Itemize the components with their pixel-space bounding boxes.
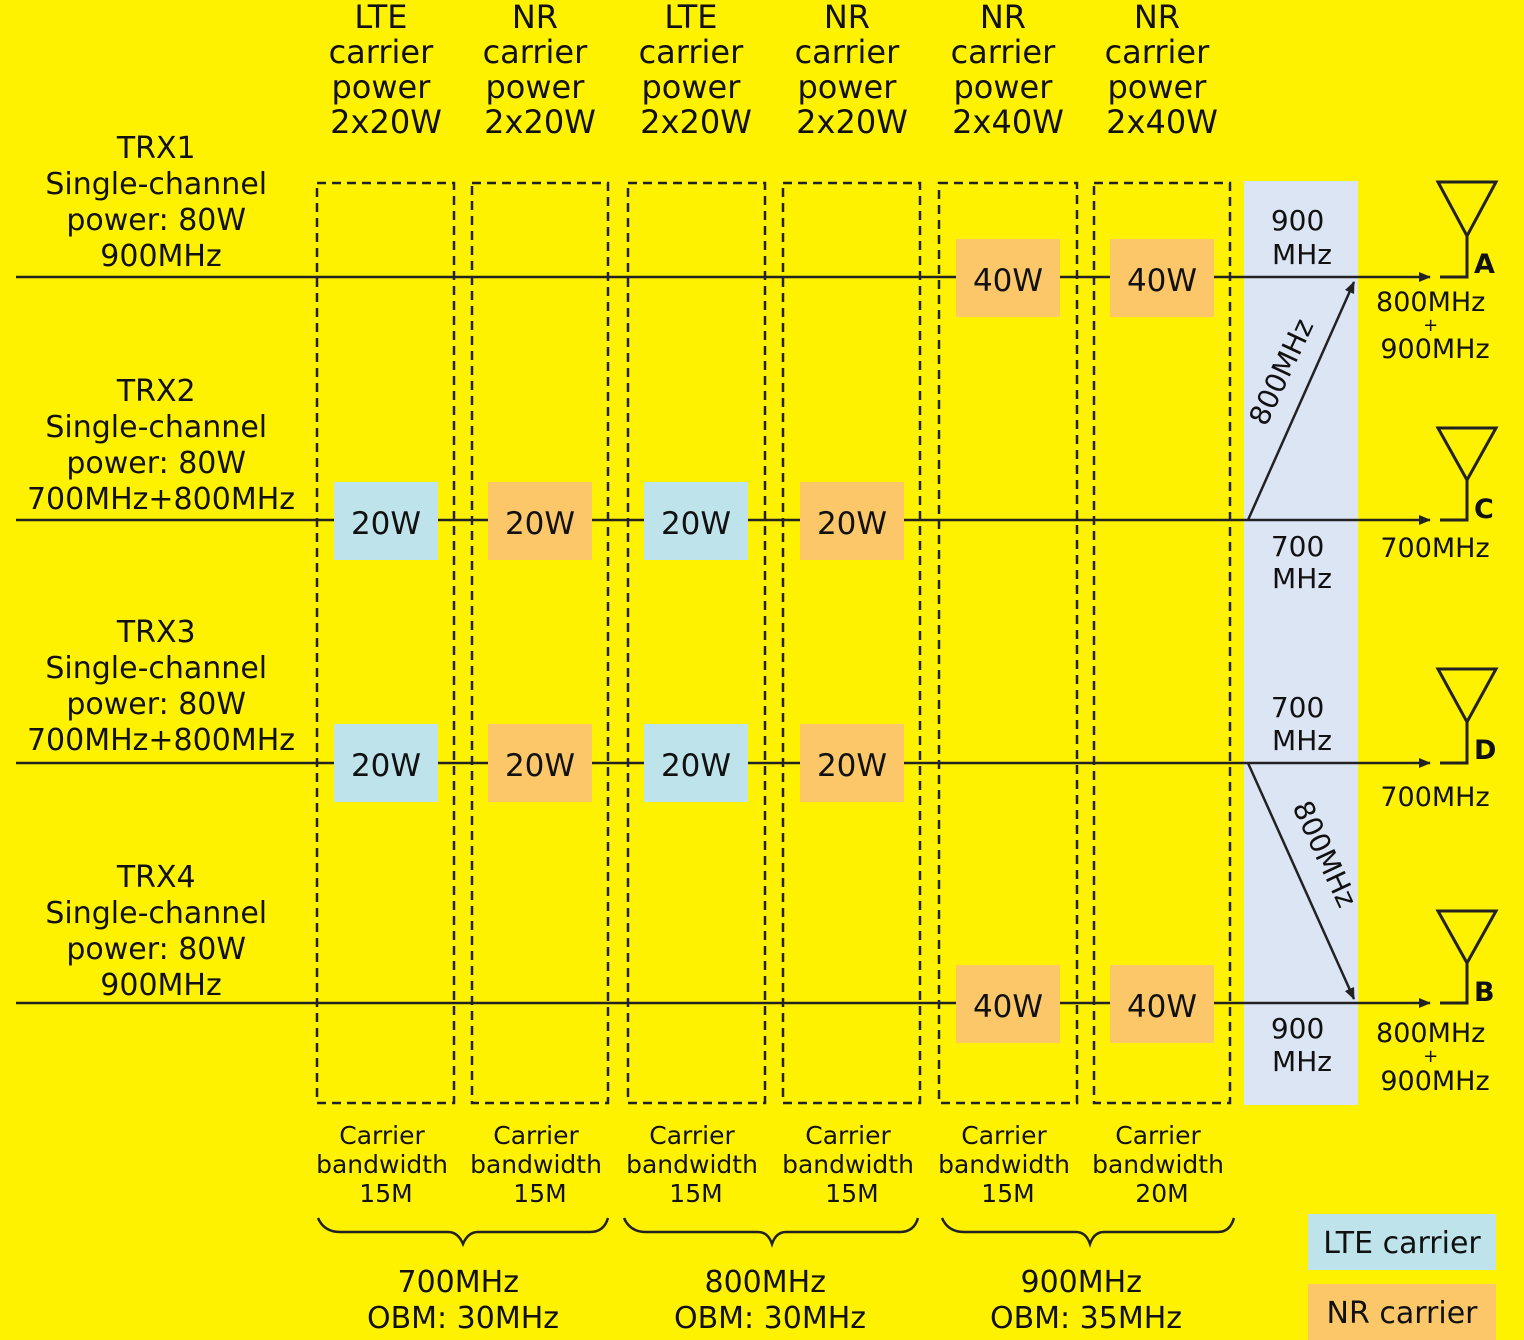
trx4-carriers: 40W 40W	[956, 965, 1214, 1043]
group-800-label: 800MHz OBM: 30MHz	[674, 1265, 866, 1336]
antenna-d: D 700MHz	[1380, 667, 1499, 813]
col3-header: LTE carrier power 2x20W	[639, 0, 754, 141]
col4-header: NR carrier power 2x20W	[795, 0, 910, 141]
brace-900	[940, 1217, 1236, 1248]
legend-lte-swatch	[1308, 1214, 1496, 1270]
antenna-icon	[1435, 909, 1499, 1005]
carrier-box-lte	[644, 482, 748, 560]
col3-bandwidth: Carrier bandwidth 15M	[626, 1121, 766, 1208]
group-900-label: 900MHz OBM: 35MHz	[990, 1265, 1182, 1336]
diag-up-line	[1246, 281, 1356, 521]
bandwidth-labels: Carrier bandwidth 15M Carrier bandwidth …	[316, 1121, 1232, 1208]
trx3-label: TRX3 Single-channel power: 80W 700MHz+80…	[27, 615, 295, 758]
col4-bandwidth: Carrier bandwidth 15M	[782, 1121, 922, 1208]
legend-lte-label: LTE carrier	[1323, 1226, 1481, 1261]
port-label: B	[1474, 977, 1495, 1008]
carrier-power: 20W	[661, 748, 731, 784]
combiner-a-band: 900 MHz	[1271, 204, 1333, 271]
carrier-box-lte	[334, 724, 438, 802]
brace-700	[316, 1217, 610, 1248]
col1-frame	[315, 181, 456, 1105]
col2-header: NR carrier power 2x20W	[483, 0, 598, 141]
column-headers: LTE carrier power 2x20W NR carrier power…	[329, 0, 1220, 141]
legend: LTE carrier NR carrier	[1308, 1214, 1496, 1340]
brace-800	[622, 1217, 920, 1248]
carrier-power: 20W	[661, 506, 731, 542]
carrier-power: 20W	[505, 748, 575, 784]
carrier-power: 20W	[351, 506, 421, 542]
carrier-power: 40W	[1127, 989, 1197, 1025]
signal-lines	[16, 272, 1431, 1008]
diag-down-line	[1246, 762, 1356, 1000]
carrier-power: 20W	[351, 748, 421, 784]
trx4-label: TRX4 Single-channel power: 80W 900MHz	[45, 860, 276, 1003]
carrier-box-nr	[1110, 239, 1214, 317]
antenna-freq: 800MHz + 900MHz	[1376, 287, 1494, 365]
antenna-icon	[1435, 180, 1499, 279]
group-700-label: 700MHz OBM: 30MHz	[367, 1265, 559, 1336]
col4-frame	[781, 181, 922, 1105]
col1-bandwidth: Carrier bandwidth 15M	[316, 1121, 456, 1208]
antenna-freq: 700MHz	[1380, 533, 1489, 564]
antenna-a: A 800MHz + 900MHz	[1376, 180, 1499, 365]
trx2-carriers: 20W 20W 20W 20W	[334, 482, 904, 560]
carrier-box-nr	[488, 724, 592, 802]
col5-header: NR carrier power 2x40W	[951, 0, 1066, 141]
col5-bandwidth: Carrier bandwidth 15M	[938, 1121, 1078, 1208]
carrier-power: 40W	[973, 263, 1043, 299]
combiner-b-band: 900 MHz	[1271, 1012, 1333, 1078]
carrier-box-nr	[956, 965, 1060, 1043]
combiner-c-band: 700 MHz	[1271, 530, 1333, 595]
carrier-box-nr	[1110, 965, 1214, 1043]
col6-header: NR carrier power 2x40W	[1105, 0, 1220, 141]
carrier-power: 20W	[817, 748, 887, 784]
trx3-carriers: 20W 20W 20W 20W	[334, 724, 904, 802]
carrier-box-nr	[488, 482, 592, 560]
col5-frame	[937, 181, 1079, 1105]
port-label: C	[1474, 494, 1494, 525]
antenna-icon	[1435, 667, 1499, 765]
carrier-box-nr	[800, 482, 904, 560]
col6-bandwidth: Carrier bandwidth 20M	[1092, 1121, 1232, 1208]
combiner-panel	[1244, 181, 1358, 1105]
col2-frame	[470, 181, 610, 1105]
carrier-box-lte	[644, 724, 748, 802]
antenna-icon	[1435, 426, 1499, 522]
carrier-box-nr	[800, 724, 904, 802]
carrier-box-lte	[334, 482, 438, 560]
legend-nr-swatch	[1308, 1284, 1496, 1340]
antenna-freq: 700MHz	[1380, 782, 1489, 813]
antenna-b: B 800MHz + 900MHz	[1376, 909, 1499, 1097]
combiner-d-band: 700 MHz	[1271, 691, 1333, 757]
carrier-power: 20W	[817, 506, 887, 542]
carrier-box-nr	[956, 239, 1060, 317]
antenna-freq: 800MHz + 900MHz	[1376, 1018, 1494, 1097]
carrier-power: 20W	[505, 506, 575, 542]
column-frames	[315, 181, 1232, 1105]
col3-frame	[626, 181, 767, 1105]
port-label: D	[1474, 735, 1496, 766]
antenna-c: C 700MHz	[1380, 426, 1499, 564]
port-label: A	[1474, 249, 1495, 280]
group-braces	[316, 1217, 1236, 1248]
trx2-label: TRX2 Single-channel power: 80W 700MHz+80…	[27, 374, 295, 517]
col6-frame	[1092, 181, 1232, 1105]
carrier-power: 40W	[973, 989, 1043, 1025]
col1-header: LTE carrier power 2x20W	[329, 0, 444, 141]
legend-nr-label: NR carrier	[1327, 1296, 1479, 1331]
col2-bandwidth: Carrier bandwidth 15M	[470, 1121, 610, 1208]
trx1-carriers: 40W 40W	[956, 239, 1214, 317]
trx1-label: TRX1 Single-channel power: 80W 900MHz	[45, 131, 276, 274]
carrier-power: 40W	[1127, 263, 1197, 299]
